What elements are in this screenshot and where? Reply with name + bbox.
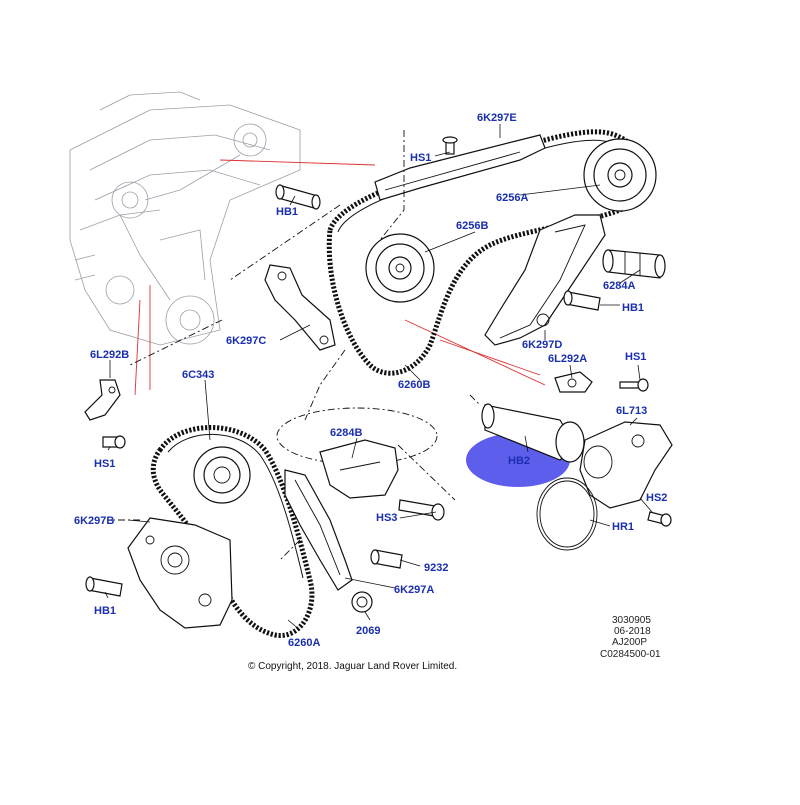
- bolt-hs3: [398, 499, 436, 517]
- callout-6C343: 6C343: [182, 369, 214, 381]
- callout-hs3: HS3: [376, 512, 397, 524]
- reference-number: 3030905: [612, 615, 651, 626]
- callout-hs1-left: HS1: [94, 458, 115, 470]
- bracket-6L292B: [84, 379, 121, 421]
- reference-block: 3030905 06-2018 AJ200P C0284500-01: [600, 615, 661, 660]
- engine-block-sketch: [69, 91, 301, 346]
- callout-hb1-bottom: HB1: [94, 605, 116, 617]
- callout-hr1: HR1: [612, 521, 634, 533]
- dashed-outline-6284B: [276, 407, 438, 465]
- reference-engine: AJ200P: [612, 637, 647, 648]
- callout-hs1-top: HS1: [410, 152, 431, 164]
- bolt-hs1-top: [442, 136, 458, 155]
- callout-labels: 6K297E HS1 6256A HB1 6256B 6284A HB1 6K2…: [74, 112, 667, 649]
- callout-6K297B: 6K297B: [74, 515, 114, 527]
- callout-6K297A: 6K297A: [394, 584, 434, 596]
- reference-date: 06-2018: [614, 626, 651, 637]
- tensioner-6L713: [579, 421, 673, 509]
- callout-hb1-right: HB1: [622, 302, 644, 314]
- o-ring-hr1: [536, 477, 598, 551]
- chain-guide-6K297A: [284, 469, 353, 591]
- callout-6284A: 6284A: [603, 280, 635, 292]
- callout-6L292B: 6L292B: [90, 349, 129, 361]
- leader-lines: [104, 124, 653, 631]
- copyright-notice: © Copyright, 2018. Jaguar Land Rover Lim…: [248, 661, 457, 672]
- callout-6K297E: 6K297E: [477, 112, 517, 124]
- callout-6L292A: 6L292A: [548, 353, 587, 365]
- pin-6284A: [602, 249, 666, 279]
- callout-hb2: HB2: [508, 455, 530, 467]
- upper-chain-assembly: [264, 129, 657, 376]
- callout-6L713: 6L713: [616, 405, 647, 417]
- bracket-6L292A: [554, 371, 649, 393]
- red-marker-lines: [134, 159, 546, 396]
- chain-guide-6K297E: [374, 134, 546, 201]
- callout-6260A: 6260A: [288, 637, 320, 649]
- callout-hs2: HS2: [646, 492, 667, 504]
- callout-9232: 9232: [424, 562, 448, 574]
- lower-chain-assembly: [84, 379, 445, 638]
- callout-6284B: 6284B: [330, 427, 362, 439]
- pin-hb1-top: [275, 184, 321, 210]
- chain-guide-6K297C: [264, 264, 336, 351]
- tensioner-assembly: [466, 403, 673, 551]
- part-2069: [351, 591, 373, 613]
- callout-6256A: 6256A: [496, 192, 528, 204]
- callout-6K297C: 6K297C: [226, 335, 266, 347]
- callout-2069: 2069: [356, 625, 380, 637]
- reference-code: C0284500-01: [600, 649, 661, 660]
- callout-6256B: 6256B: [456, 220, 488, 232]
- pin-hb1-right: [563, 290, 601, 311]
- assembly-dash-lines: [110, 130, 481, 561]
- tensioner-6284B: [319, 439, 399, 499]
- callout-hb1-top: HB1: [276, 206, 298, 218]
- callout-6K297D: 6K297D: [522, 339, 562, 351]
- callout-hs1-right: HS1: [625, 351, 646, 363]
- callout-6260B: 6260B: [398, 379, 430, 391]
